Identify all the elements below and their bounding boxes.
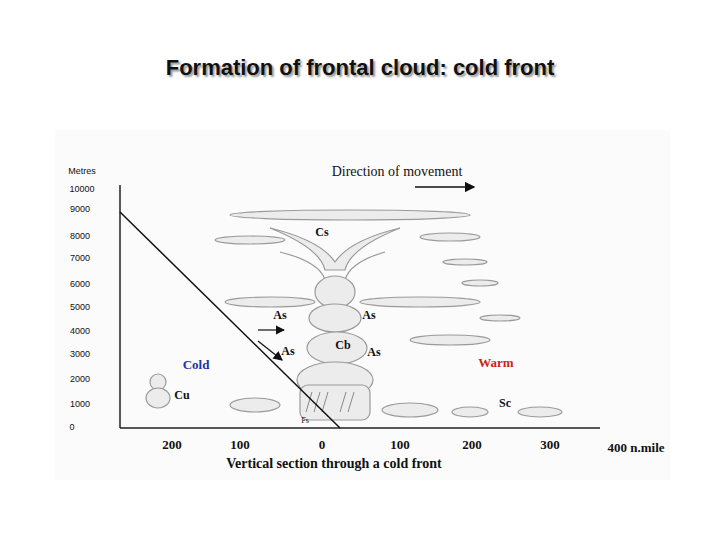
distance-tick: 200 [462, 438, 482, 452]
distance-tick: 200 [162, 438, 182, 452]
height-tick: 3000 [70, 350, 90, 360]
height-tick: 2000 [70, 375, 90, 385]
cloud-label: Cb [335, 339, 350, 352]
height-tick: 7000 [70, 254, 90, 264]
distance-tick: 100 [230, 438, 250, 452]
cloud-label: As [367, 346, 380, 359]
cloud-label: Cs [315, 226, 328, 239]
movement-label: Direction of movement [332, 164, 463, 179]
height-tick: 4000 [70, 327, 90, 337]
cloud-label: Fs [301, 417, 309, 426]
distance-tick: 300 [540, 438, 560, 452]
height-tick: 1000 [70, 400, 90, 410]
height-tick: 5000 [70, 303, 90, 313]
air-mass-label: Warm [478, 356, 513, 370]
cloud-label: Sc [499, 397, 511, 410]
height-tick: 8000 [70, 232, 90, 242]
distance-tick: 100 [390, 438, 410, 452]
height-tick: 9000 [70, 205, 90, 215]
distance-tick: 400 n.mile [607, 441, 664, 455]
cloud-label: As [281, 345, 294, 358]
section-caption: Vertical section through a cold front [226, 456, 442, 471]
height-tick: 6000 [70, 280, 90, 290]
cloud-label: Cu [174, 389, 189, 402]
air-mass-label: Cold [183, 358, 210, 372]
axis-title: Metres [68, 167, 96, 177]
distance-tick: 0 [319, 438, 326, 452]
height-tick: 0 [69, 423, 74, 433]
cloud-label: As [273, 309, 286, 322]
height-tick: 10000 [69, 185, 94, 195]
cloud-label: As [362, 309, 375, 322]
diagram-title: Formation of frontal cloud: cold front [166, 56, 555, 80]
